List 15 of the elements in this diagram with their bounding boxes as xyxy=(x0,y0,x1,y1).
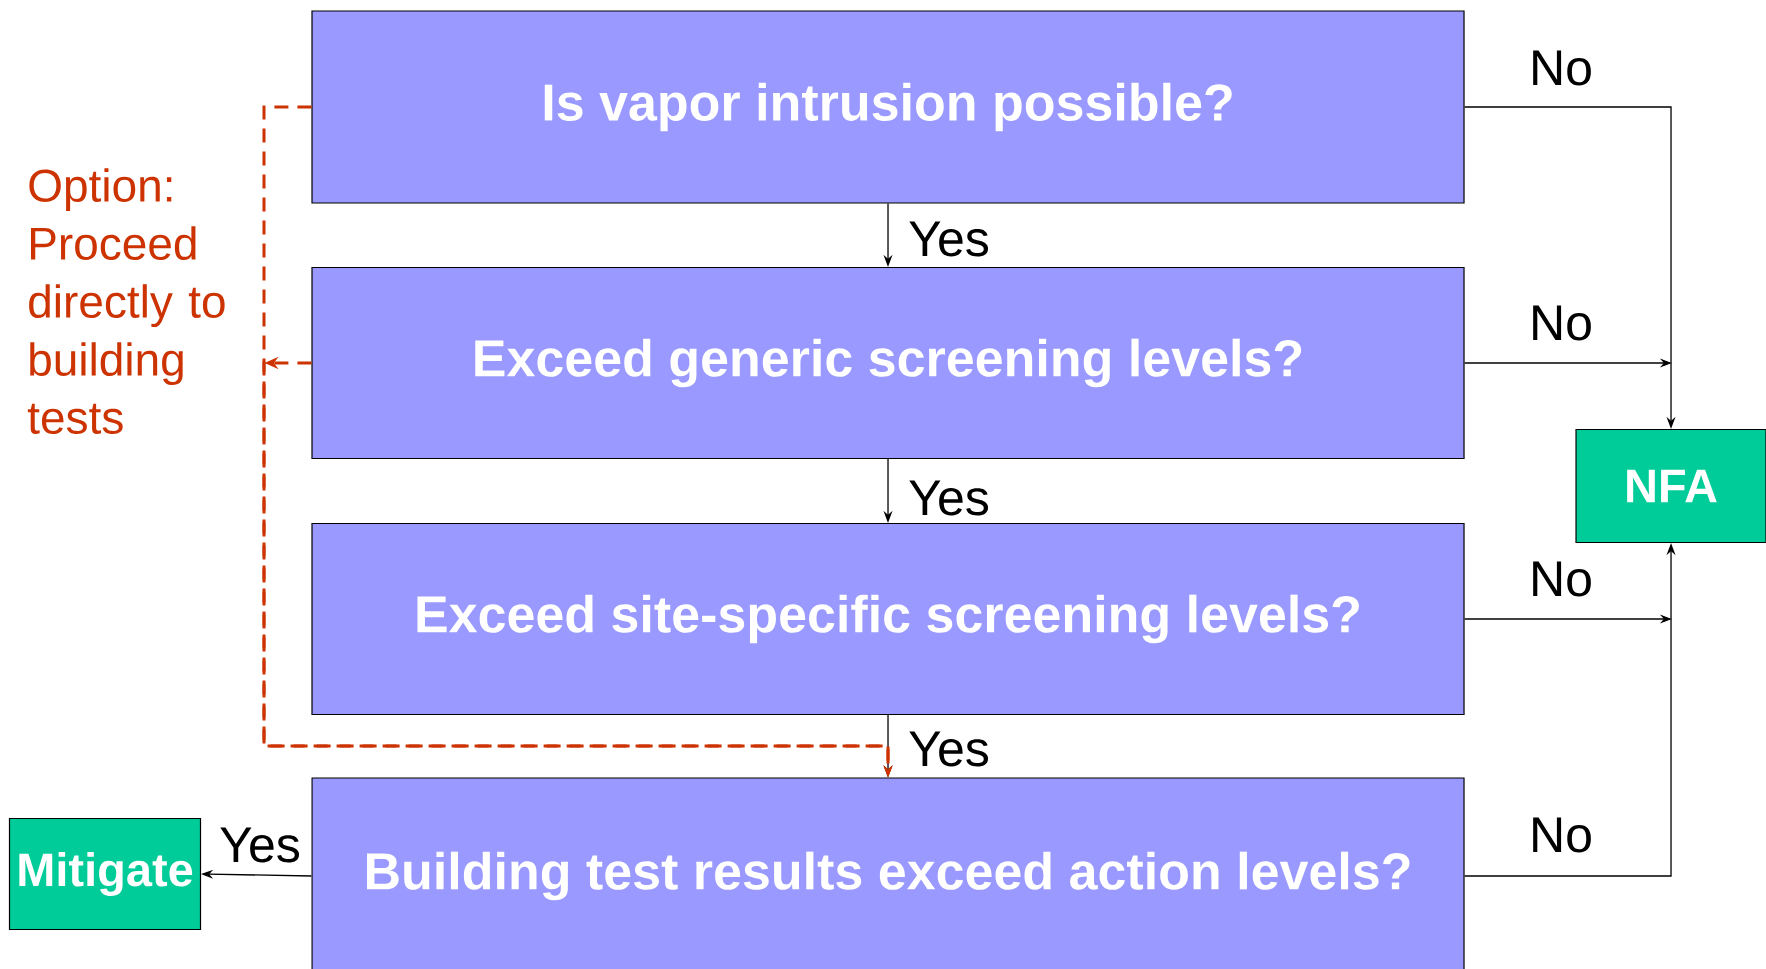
outcome-box: Mitigate xyxy=(8,817,202,931)
question-box: Is vapor intrusion possible? xyxy=(311,10,1465,204)
question-box: Building test results exceed action levels? xyxy=(311,777,1465,969)
edge-label: Yes xyxy=(907,220,991,258)
edge-label: Yes xyxy=(907,479,991,517)
outcome-box: NFA xyxy=(1575,428,1766,544)
edge-label: No xyxy=(1528,816,1594,854)
question-box: Exceed site-specific screening levels? xyxy=(311,522,1465,716)
note-text: Option: Proceed directly to building tests xyxy=(27,168,225,434)
edge-label: Yes xyxy=(907,730,991,768)
edge-label: Yes xyxy=(218,826,302,864)
question-box: Exceed generic screening levels? xyxy=(311,266,1465,460)
edge-label: No xyxy=(1528,560,1594,598)
edge-label: No xyxy=(1528,49,1594,87)
edge-label: No xyxy=(1528,304,1594,342)
